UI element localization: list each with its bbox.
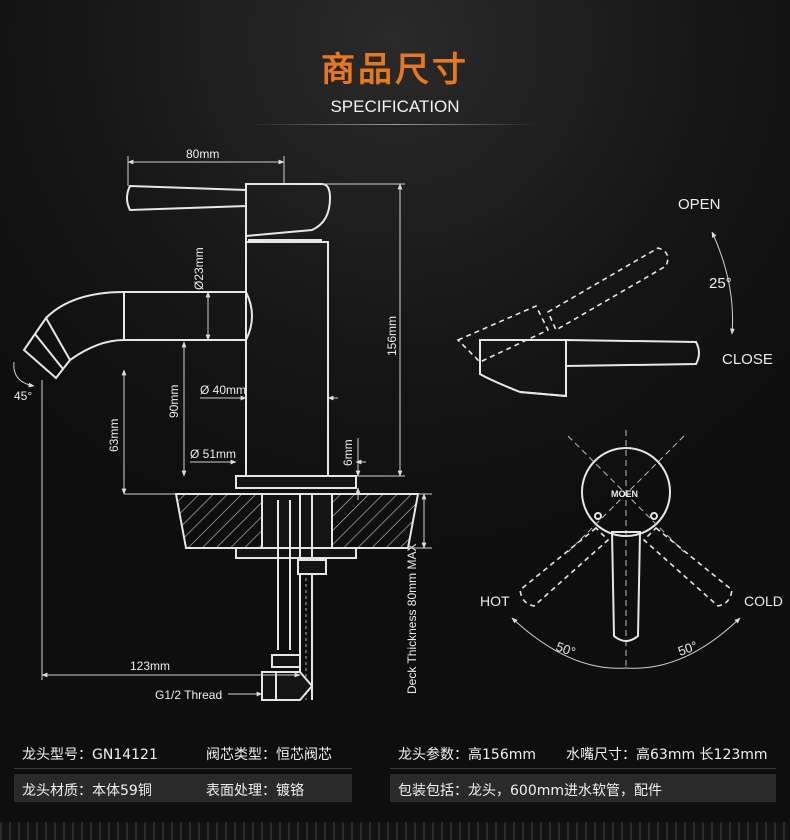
bottom-decoration bbox=[0, 822, 790, 840]
mounting-nut bbox=[235, 547, 357, 559]
page-title: 商品尺寸 bbox=[321, 50, 469, 90]
dim-diameter-40: Ø 40mm bbox=[200, 383, 246, 397]
handle-lever bbox=[126, 184, 247, 212]
dim-diameter-23: Ø23mm bbox=[192, 247, 206, 290]
top-handle bbox=[610, 531, 642, 642]
spec-valve: 阀芯类型：恒芯阀芯 bbox=[206, 747, 332, 763]
dim-height-63: 63mm bbox=[107, 419, 121, 452]
spec-material: 龙头材质：本体59铜 bbox=[22, 783, 152, 799]
top-angle-arc bbox=[511, 617, 741, 669]
label-angle-25: 25° bbox=[709, 275, 732, 292]
label-hot: HOT bbox=[480, 593, 510, 609]
dim-length-123: 123mm bbox=[130, 659, 170, 673]
label-close: CLOSE bbox=[722, 351, 773, 368]
side-angle-arc bbox=[711, 231, 735, 335]
hose-connector bbox=[261, 671, 314, 701]
side-view bbox=[456, 247, 700, 398]
spec-finish: 表面处理：镀铬 bbox=[206, 783, 304, 799]
dim-width-80: 80mm bbox=[186, 147, 219, 161]
handle-head bbox=[245, 183, 332, 238]
top-view bbox=[519, 430, 733, 668]
spout-nozzle bbox=[22, 316, 72, 380]
faucet-body bbox=[245, 241, 329, 477]
spec-model: 龙头型号：GN14121 bbox=[22, 747, 158, 763]
spec-params: 龙头参数：高156mm bbox=[398, 747, 536, 763]
front-view bbox=[22, 183, 420, 701]
spec-spout: 水嘴尺寸：高63mm 长123mm bbox=[566, 747, 768, 763]
side-handle-head bbox=[479, 339, 567, 398]
label-angle-50-left: 50° bbox=[554, 639, 578, 660]
front-dimension-lines bbox=[13, 156, 432, 697]
spec-row-bg-right bbox=[390, 774, 776, 802]
dim-height-156: 156mm bbox=[385, 316, 399, 356]
dim-thread: G1/2 Thread bbox=[155, 688, 222, 702]
dim-diameter-51: Ø 51mm bbox=[190, 447, 236, 461]
label-angle-50-right: 50° bbox=[676, 638, 700, 659]
label-open: OPEN bbox=[678, 196, 721, 213]
dim-height-90: 90mm bbox=[167, 385, 181, 418]
spec-divider-left bbox=[14, 768, 352, 769]
dim-angle-45: 45° bbox=[14, 389, 32, 403]
spec-row-bg-left bbox=[14, 774, 352, 802]
subtitle-underline bbox=[250, 124, 540, 125]
spec-divider-right bbox=[390, 768, 776, 769]
spec-package: 包装包括：龙头，600mm进水软管，配件 bbox=[398, 783, 662, 799]
label-cold: COLD bbox=[744, 593, 783, 609]
side-handle-lever bbox=[565, 338, 700, 368]
spout bbox=[45, 291, 246, 319]
dim-deck-thickness: Deck Thickness 80mm MAX bbox=[405, 544, 419, 695]
top-logo: MOEN bbox=[611, 489, 638, 499]
faucet-base bbox=[235, 475, 357, 489]
dim-height-6: 6mm bbox=[341, 439, 355, 466]
page-subtitle: SPECIFICATION bbox=[330, 97, 460, 116]
